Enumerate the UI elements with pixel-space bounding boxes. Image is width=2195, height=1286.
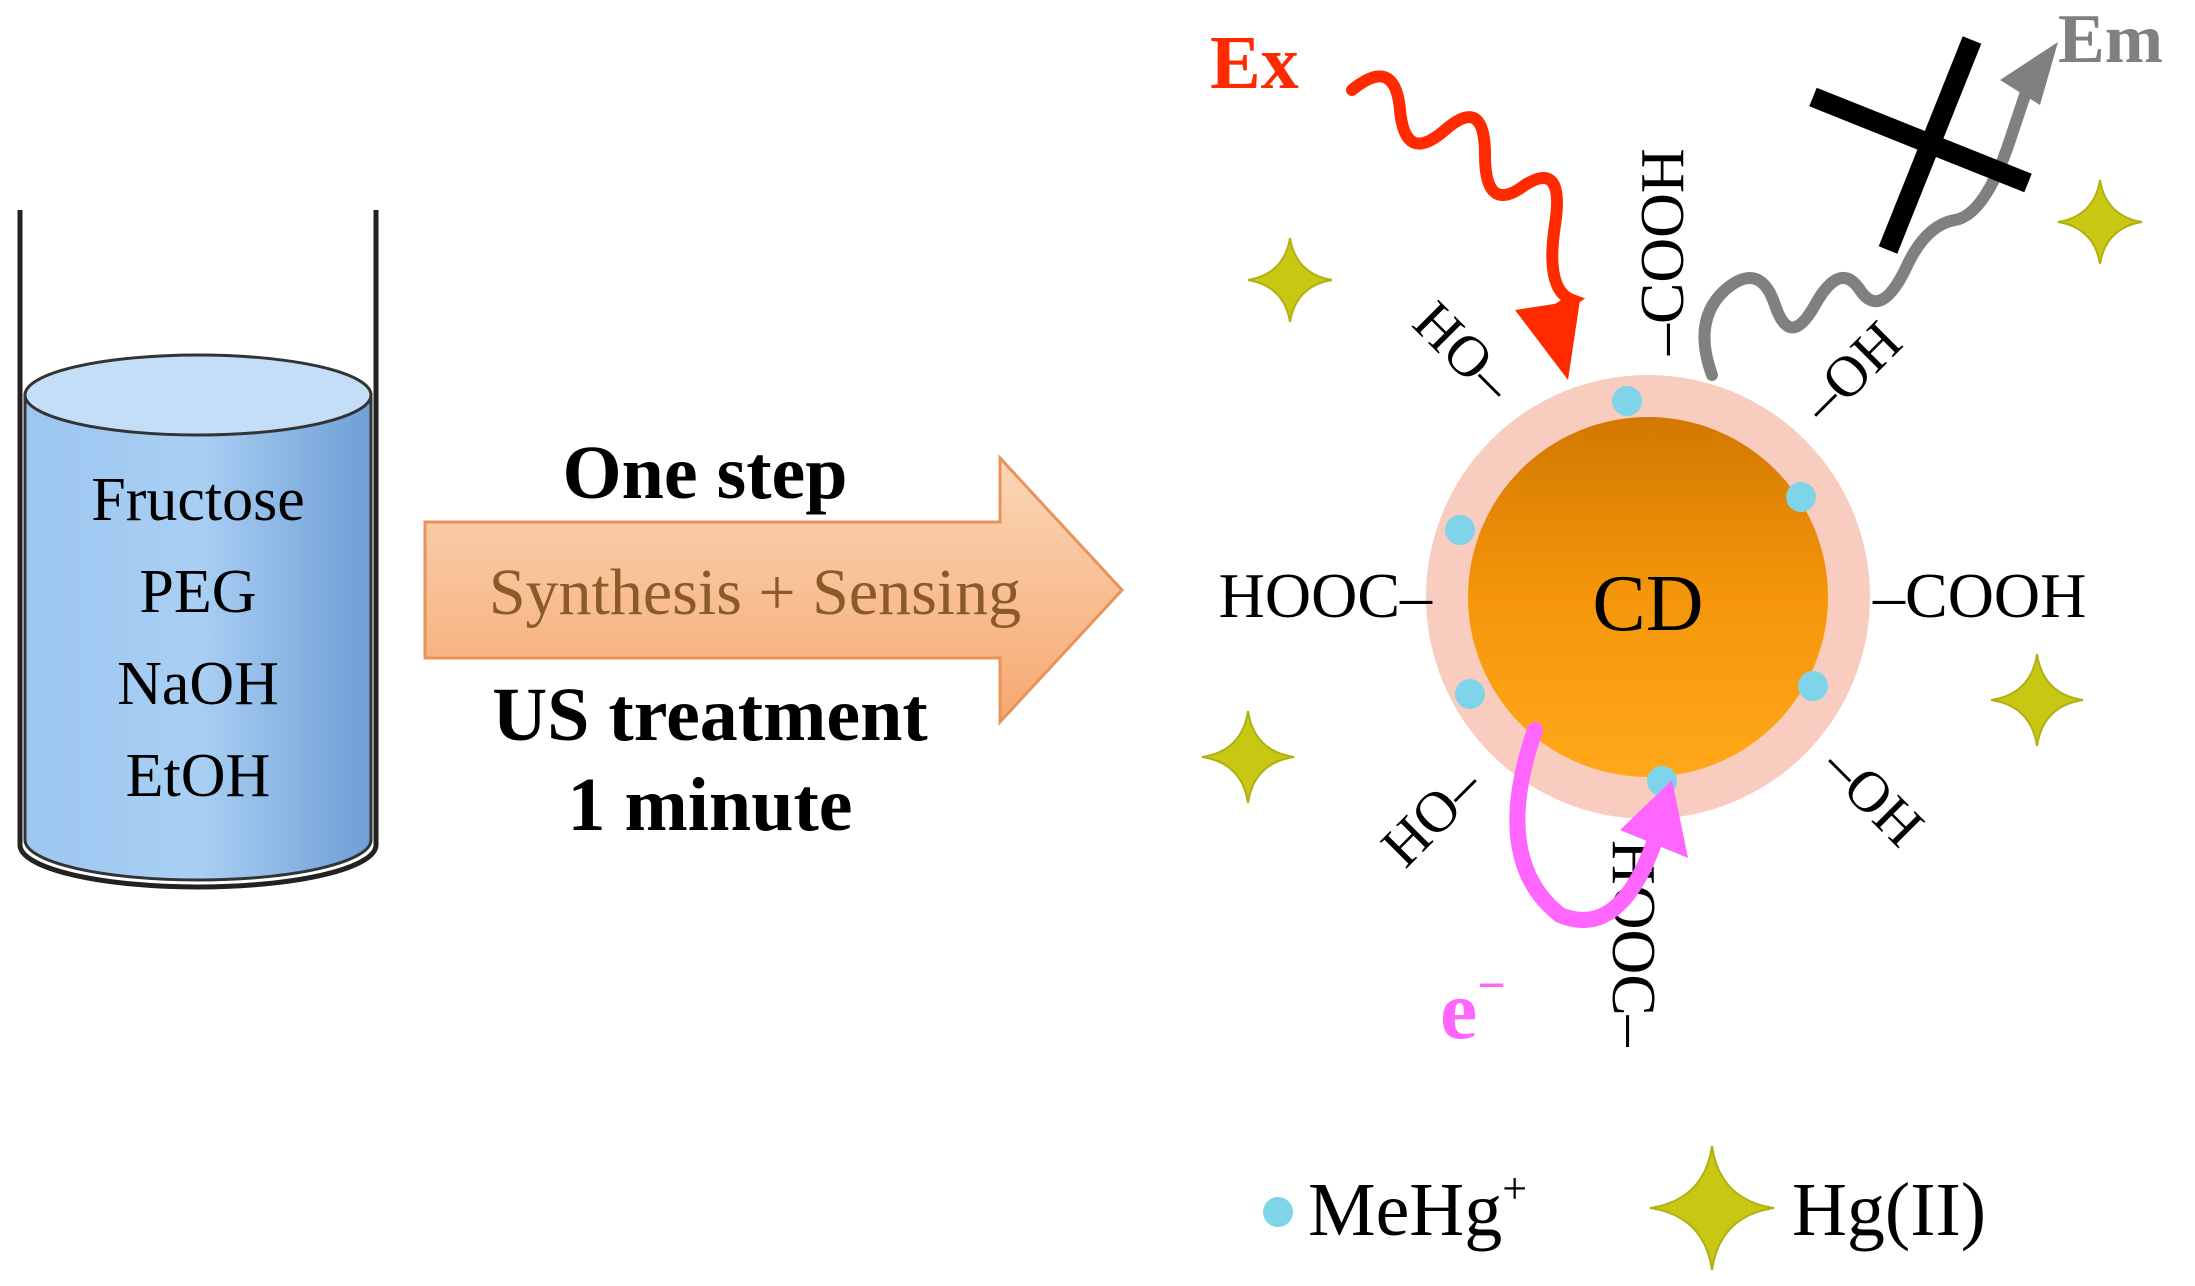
electron-label: e− (1440, 957, 1506, 1057)
group-bottom-cooh: HOOC– (1599, 840, 1667, 1048)
group-left-hooc: HOOC– (1219, 560, 1433, 631)
electron-transfer: e− (1440, 722, 1688, 1057)
legend: MeHg+ Hg(II) (1263, 1145, 1986, 1271)
carbon-dot: CD –COOH HOOC– HOOC– –COOH HO– –OH HO– –… (1219, 148, 2087, 1047)
group-lower-left-ho: HO– (1368, 753, 1494, 879)
quench-cross (1809, 36, 2032, 254)
legend-mehg-label: MeHg+ (1308, 1164, 1527, 1252)
process-arrow: Synthesis + Sensing One step US treatmen… (423, 431, 1125, 847)
legend-mehg-superscript: + (1502, 1164, 1527, 1213)
reagent-peg: PEG (139, 558, 256, 626)
legend-hg-label: Hg(II) (1792, 1168, 1986, 1252)
group-lower-right-oh: –OH (1810, 733, 1936, 859)
legend-mehg-dot (1263, 1197, 1293, 1227)
emission-wave (1698, 74, 2036, 381)
reagent-etoh: EtOH (126, 742, 271, 810)
beaker-bottom (17, 844, 379, 890)
beaker-liquid (23, 353, 373, 882)
emission: Em (1698, 1, 2163, 381)
process-arrow-bottom-label-2: 1 minute (568, 763, 853, 847)
mehg-dot (1445, 515, 1475, 545)
mehg-dot (1455, 679, 1485, 709)
legend-hg-star (1649, 1145, 1775, 1271)
electron-arrowhead (1620, 780, 1688, 858)
group-right-cooh: –COOH (1872, 560, 2086, 631)
group-upper-left-ho: HO– (1401, 288, 1527, 414)
hg-star (1247, 237, 1333, 323)
emission-label: Em (2058, 1, 2163, 78)
beaker: Fructose PEG NaOH EtOH (17, 210, 379, 890)
excitation-wave (1346, 70, 1586, 324)
excitation: Ex (1210, 21, 1586, 380)
hg-stars (1201, 179, 2143, 804)
mehg-dot (1786, 482, 1816, 512)
excitation-arrowhead (1515, 300, 1580, 380)
process-arrow-shape (423, 454, 1125, 726)
excitation-label: Ex (1210, 21, 1299, 105)
hg-star (2057, 179, 2143, 265)
process-arrow-bottom-label-1: US treatment (492, 673, 927, 757)
group-upper-right-oh: –OH (1788, 308, 1914, 434)
carbon-dot-core-label: CD (1592, 560, 1703, 648)
emission-arrowhead (2000, 42, 2058, 105)
mehg-dot (1798, 671, 1828, 701)
hg-star (1990, 653, 2084, 747)
hg-star (1201, 710, 1295, 804)
electron-superscript: − (1477, 957, 1506, 1013)
reagent-naoh: NaOH (117, 650, 279, 718)
electron-arrow (1509, 722, 1663, 928)
mehg-dot (1612, 386, 1642, 416)
group-top-cooh: –COOH (1629, 148, 1697, 356)
reagent-fructose: Fructose (91, 466, 305, 534)
carbon-dot-core (1468, 417, 1828, 777)
process-arrow-inner-label: Synthesis + Sensing (489, 556, 1021, 629)
process-arrow-top-label: One step (563, 431, 848, 515)
